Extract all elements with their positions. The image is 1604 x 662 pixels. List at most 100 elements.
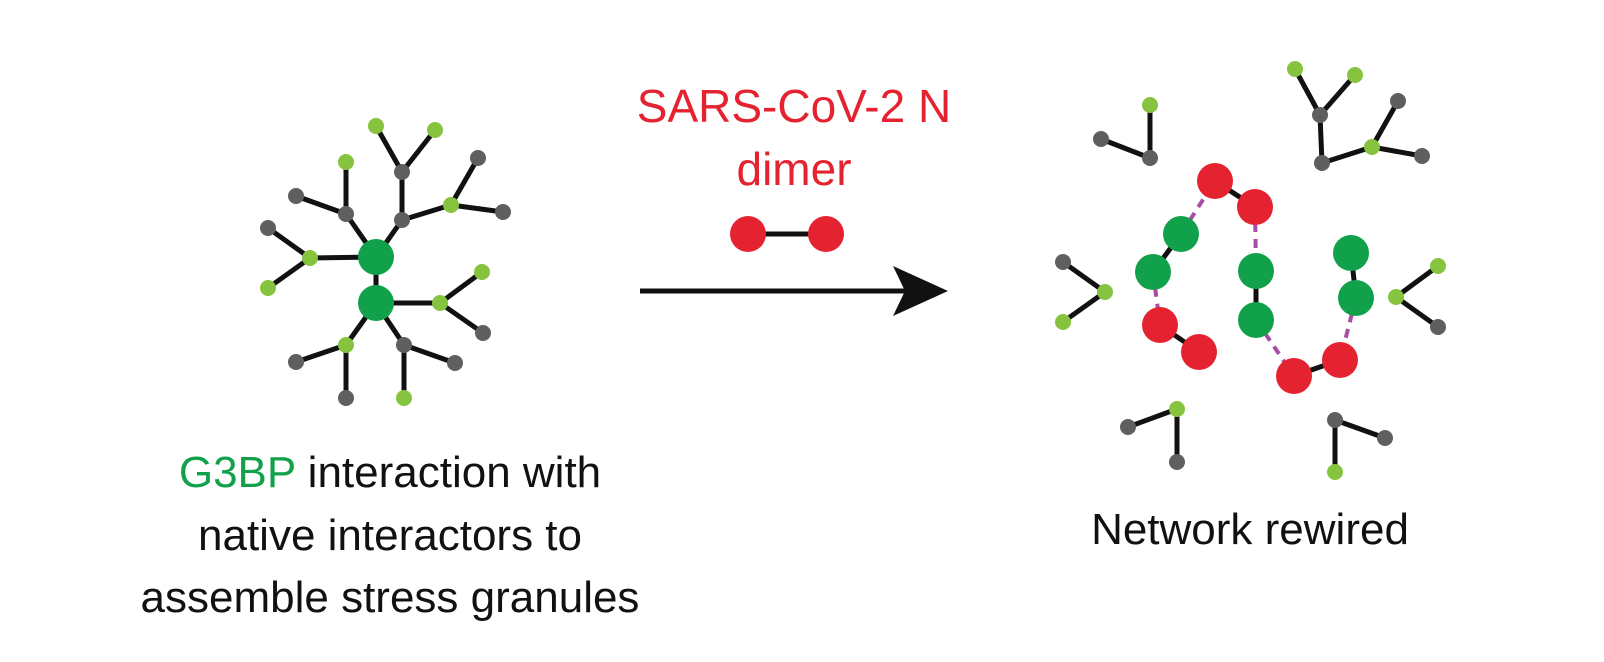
bond bbox=[265, 225, 313, 261]
bond bbox=[1332, 417, 1388, 441]
g3bp-highlight: G3BP bbox=[179, 448, 296, 497]
bond bbox=[1098, 136, 1153, 161]
right-caption: Network rewired bbox=[1091, 505, 1409, 554]
arrow-head bbox=[893, 266, 948, 316]
n-protein-node bbox=[730, 216, 766, 252]
bond bbox=[401, 342, 458, 366]
bond bbox=[448, 202, 506, 215]
n-protein-node bbox=[1197, 163, 1233, 199]
interactor-light-node bbox=[427, 122, 443, 138]
interactor-gray-node bbox=[1312, 107, 1328, 123]
interactor-light-node bbox=[396, 390, 412, 406]
bond bbox=[293, 193, 349, 217]
interactor-gray-node bbox=[1377, 430, 1393, 446]
interactor-light-node bbox=[302, 250, 318, 266]
g3bp-node bbox=[1163, 216, 1199, 252]
right-nodes bbox=[1055, 61, 1446, 480]
interactor-light-node bbox=[474, 264, 490, 280]
interactor-light-node bbox=[338, 154, 354, 170]
bond bbox=[437, 300, 486, 336]
left-bonds bbox=[265, 123, 506, 401]
n-dimer-label-line2: dimer bbox=[736, 143, 851, 195]
bond bbox=[1317, 72, 1358, 118]
bond bbox=[1292, 66, 1323, 118]
n-dimer-icon bbox=[730, 216, 844, 252]
bond bbox=[437, 269, 485, 306]
bond bbox=[373, 123, 405, 175]
interactor-light-node bbox=[1347, 67, 1363, 83]
n-protein-node bbox=[1322, 342, 1358, 378]
interactor-gray-node bbox=[470, 150, 486, 166]
bond bbox=[1369, 98, 1401, 150]
g3bp-node bbox=[1338, 280, 1374, 316]
interactor-light-node bbox=[1097, 284, 1113, 300]
bond bbox=[1060, 289, 1108, 325]
bond bbox=[265, 255, 313, 291]
interactor-gray-node bbox=[338, 390, 354, 406]
rewired-network bbox=[1055, 61, 1446, 480]
interactor-gray-node bbox=[288, 188, 304, 204]
interactor-gray-node bbox=[1142, 150, 1158, 166]
n-protein-node bbox=[1181, 334, 1217, 370]
bond bbox=[293, 342, 349, 365]
interactor-light-node bbox=[1430, 258, 1446, 274]
interactor-gray-node bbox=[495, 204, 511, 220]
g3bp-node bbox=[1238, 253, 1274, 289]
bond bbox=[399, 127, 438, 175]
left-caption-line1: G3BP interaction with bbox=[179, 448, 601, 497]
interactor-light-node bbox=[338, 337, 354, 353]
bond bbox=[1393, 294, 1441, 330]
transition-arrow bbox=[640, 266, 948, 316]
interactor-light-node bbox=[432, 295, 448, 311]
interactor-gray-node bbox=[1327, 412, 1343, 428]
interactor-gray-node bbox=[260, 220, 276, 236]
n-protein-node bbox=[1276, 358, 1312, 394]
interactor-gray-node bbox=[394, 164, 410, 180]
interactor-light-node bbox=[1287, 61, 1303, 77]
interactor-gray-node bbox=[1169, 454, 1185, 470]
bond bbox=[1060, 259, 1108, 295]
n-dimer-label: SARS-CoV-2 N dimer bbox=[637, 80, 951, 195]
left-caption-line1-rest: interaction with bbox=[295, 448, 601, 497]
n-protein-node bbox=[1237, 189, 1273, 225]
interactor-light-node bbox=[1327, 464, 1343, 480]
interactor-gray-node bbox=[1390, 93, 1406, 109]
g3bp-node bbox=[358, 239, 394, 275]
interactor-gray-node bbox=[1093, 131, 1109, 147]
interactor-gray-node bbox=[447, 355, 463, 371]
interactor-light-node bbox=[1169, 401, 1185, 417]
g3bp-node bbox=[1135, 254, 1171, 290]
interactor-gray-node bbox=[1120, 419, 1136, 435]
bond bbox=[1369, 144, 1425, 159]
g3bp-node bbox=[1238, 302, 1274, 338]
left-nodes bbox=[260, 118, 511, 406]
interactor-gray-node bbox=[396, 337, 412, 353]
n-dimer-label-line1: SARS-CoV-2 N bbox=[637, 80, 951, 132]
bond bbox=[1393, 263, 1441, 300]
bond bbox=[1317, 112, 1325, 166]
interactor-light-node bbox=[368, 118, 384, 134]
bond bbox=[448, 155, 481, 208]
bond bbox=[399, 202, 454, 223]
interactor-light-node bbox=[1142, 97, 1158, 113]
interactor-gray-node bbox=[1414, 148, 1430, 164]
left-caption-line2: native interactors to bbox=[198, 511, 582, 560]
interactor-gray-node bbox=[288, 354, 304, 370]
interactor-light-node bbox=[1055, 314, 1071, 330]
g3bp-node bbox=[1333, 235, 1369, 271]
n-protein-node bbox=[1142, 307, 1178, 343]
interactor-gray-node bbox=[1314, 155, 1330, 171]
left-caption: G3BP interaction with native interactors… bbox=[141, 448, 640, 622]
bond bbox=[1125, 406, 1180, 430]
g3bp-node bbox=[358, 285, 394, 321]
interactor-gray-node bbox=[394, 212, 410, 228]
interactor-light-node bbox=[1388, 289, 1404, 305]
bond bbox=[1319, 144, 1375, 166]
interactor-gray-node bbox=[1055, 254, 1071, 270]
interactor-light-node bbox=[260, 280, 276, 296]
interactor-light-node bbox=[1364, 139, 1380, 155]
interactor-gray-node bbox=[338, 206, 354, 222]
left-caption-line3: assemble stress granules bbox=[141, 573, 640, 622]
interactor-gray-node bbox=[475, 325, 491, 341]
